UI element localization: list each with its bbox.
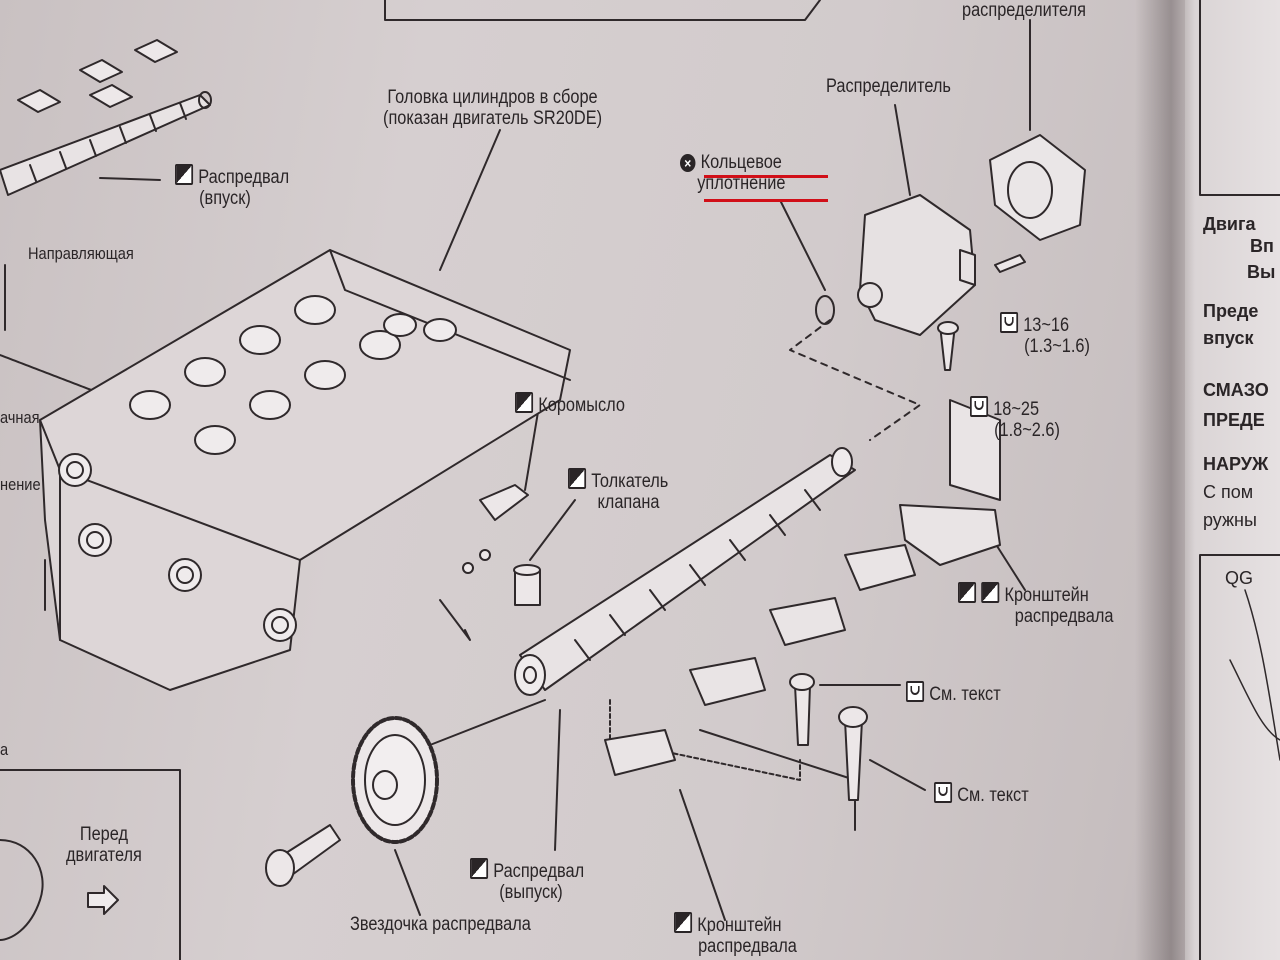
- leader-head: [439, 129, 501, 271]
- red-underline-1: [704, 175, 828, 178]
- exhaust-camshaft-drawing: [514, 447, 856, 696]
- torque-icon: [970, 396, 989, 417]
- rocker-arm-drawing: [462, 484, 529, 574]
- right-page-box-top: [1199, 0, 1280, 196]
- label-see-text-1: См. текст: [906, 681, 1001, 705]
- lube-icon: [958, 582, 977, 603]
- leader-distributor: [894, 104, 911, 196]
- sprocket-drawing: [351, 716, 439, 844]
- valve-lifter-drawing: [513, 564, 541, 606]
- lube-icon: [674, 912, 693, 933]
- cylinder-head-drawing: [39, 249, 571, 691]
- label-camshaft-intake: Распредвал(впуск): [175, 164, 289, 209]
- engine-cover-edge: [0, 839, 44, 941]
- label-sprocket: Звездочка распредвала: [350, 914, 531, 935]
- torque-icon: [934, 782, 953, 803]
- right-page-line: СМАЗО: [1203, 380, 1269, 400]
- leader-see2: [869, 759, 926, 791]
- distributor-bolts: [937, 254, 1026, 371]
- camshaft-icon: [175, 164, 194, 185]
- distributor-cap-drawing: [989, 134, 1086, 241]
- label-left-cut-1: ачная: [0, 408, 40, 427]
- leader-sprocket-cam: [429, 699, 546, 746]
- label-torque-2: 18~25(1.8~2.6): [970, 396, 1060, 441]
- label-distributor-top: распределителя: [962, 0, 1086, 21]
- torque-icon: [1000, 312, 1019, 333]
- leader-lifter: [529, 499, 576, 561]
- leader-intake: [99, 177, 161, 181]
- rocker-icon: [515, 392, 534, 413]
- label-distributor: Распределитель: [826, 76, 951, 97]
- page-gutter-shadow: [1135, 0, 1195, 960]
- right-page-box-label: QG: [1225, 568, 1254, 588]
- camshaft-icon: [470, 858, 489, 879]
- right-page-line: Вы: [1247, 262, 1276, 282]
- label-camshaft-exhaust: Распредвал(выпуск): [470, 858, 584, 903]
- label-left-cut-3: а: [0, 740, 9, 759]
- right-page-line: Двига: [1203, 214, 1256, 234]
- right-page-line: впуск: [1203, 328, 1254, 348]
- right-page-line: ПРЕДЕ: [1203, 410, 1265, 430]
- right-page-line: ружны: [1203, 510, 1257, 530]
- right-page-line: Вп: [1250, 236, 1274, 256]
- bracket-bolts: [789, 673, 868, 801]
- leader-sprocket: [394, 849, 421, 916]
- sealant-icon: [981, 582, 1000, 603]
- red-underline-2: [704, 199, 828, 202]
- label-left-cut-2: нение: [0, 475, 41, 494]
- leader-cam-ex: [554, 709, 561, 851]
- o-ring-drawing: [815, 295, 835, 325]
- bolt-drawing: [265, 824, 341, 887]
- intake-cam-caps: [17, 39, 178, 113]
- intake-camshaft-drawing: [0, 91, 212, 196]
- right-page-line: Преде: [1203, 301, 1259, 321]
- label-torque-1: 13~16(1.3~1.6): [1000, 312, 1090, 357]
- distributor-drawing: [857, 194, 976, 336]
- leader-bracket-bottom: [679, 789, 726, 921]
- label-cylinder-head: Головка цилиндров в сборе(показан двигат…: [383, 87, 603, 129]
- top-box-frame: [384, 0, 821, 21]
- label-see-text-2: См. текст: [934, 782, 1029, 806]
- right-page-box-bottom: [1199, 554, 1280, 960]
- engine-front-arrow: [87, 885, 119, 915]
- cam-bracket-drawings: [604, 399, 1001, 776]
- right-page-line: С пом: [1203, 482, 1254, 502]
- assembly-dash-1: [789, 319, 921, 441]
- replace-x-icon: ×: [680, 154, 696, 172]
- torque-icon: [906, 681, 925, 702]
- label-rocker: Коромысло: [515, 392, 625, 416]
- leader-oring: [779, 199, 826, 291]
- lifter-icon: [568, 468, 587, 489]
- right-page-line: НАРУЖ: [1203, 454, 1269, 474]
- engine-front-frame: [0, 769, 181, 960]
- label-guide: Направляющая: [28, 244, 134, 263]
